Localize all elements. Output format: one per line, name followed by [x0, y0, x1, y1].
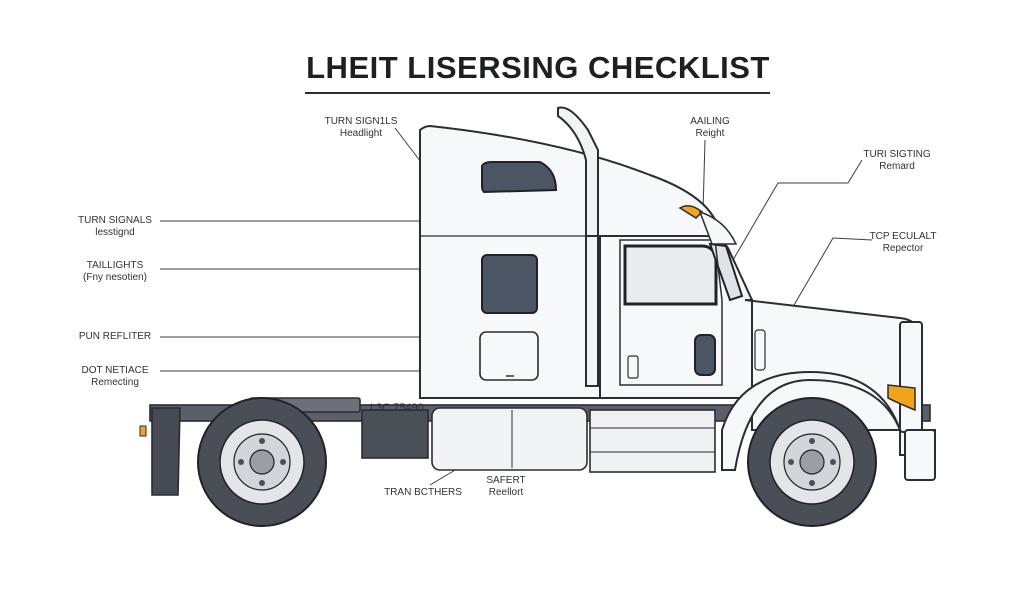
exhaust-pipe-lower: [585, 235, 599, 387]
label-bottom-1: TRAN BCTHERS: [384, 487, 462, 498]
plate-label: L3C 75490: [370, 402, 424, 414]
leader-top-right: [732, 159, 863, 261]
rear-mudflap: [151, 407, 181, 496]
windshield: [708, 242, 744, 302]
title-underline: [305, 92, 770, 94]
step-box: [589, 409, 716, 473]
front-wheel: [747, 397, 877, 527]
rear-amber-light: [139, 425, 147, 437]
hood-side-vent: [754, 329, 766, 371]
page-title: LHEIT LISERSING CHECKLIST: [306, 50, 770, 85]
label-top-center: AAILING Reight: [690, 116, 730, 139]
rear-wheel: [197, 397, 327, 527]
label-bottom-2: SAFERT Reellort: [486, 475, 526, 498]
label-left-3: PUN REFLITER: [78, 331, 152, 342]
headlight: [887, 384, 916, 412]
door-window: [623, 244, 718, 306]
label-top-right: TURI SIGTING Remard: [863, 149, 931, 172]
cab-door: [619, 239, 723, 386]
roof-fairing: [698, 210, 738, 245]
fuel-tank: [431, 407, 588, 471]
label-left-1: TURN SIGNALS lesstignd: [78, 215, 152, 238]
battery-box: [361, 409, 429, 459]
door-vent: [694, 334, 716, 376]
label-top-left: TURN SIGN1LS Headlight: [324, 116, 398, 139]
upper-sleeper-window: [481, 161, 558, 194]
grille: [899, 321, 923, 433]
leader-top-center: [702, 139, 706, 213]
front-bumper: [904, 429, 936, 481]
label-mid-right: TCP ECULALT Repector: [869, 231, 937, 254]
leader-mid-right: [789, 237, 873, 313]
sleeper-side-window: [481, 254, 538, 314]
door-handle: [627, 355, 639, 379]
label-left-4: DOT NETIACE Remecting: [81, 365, 149, 388]
label-left-2: TAILLIGHTS (Fny nesotien): [83, 260, 147, 283]
storage-door: [479, 331, 539, 381]
